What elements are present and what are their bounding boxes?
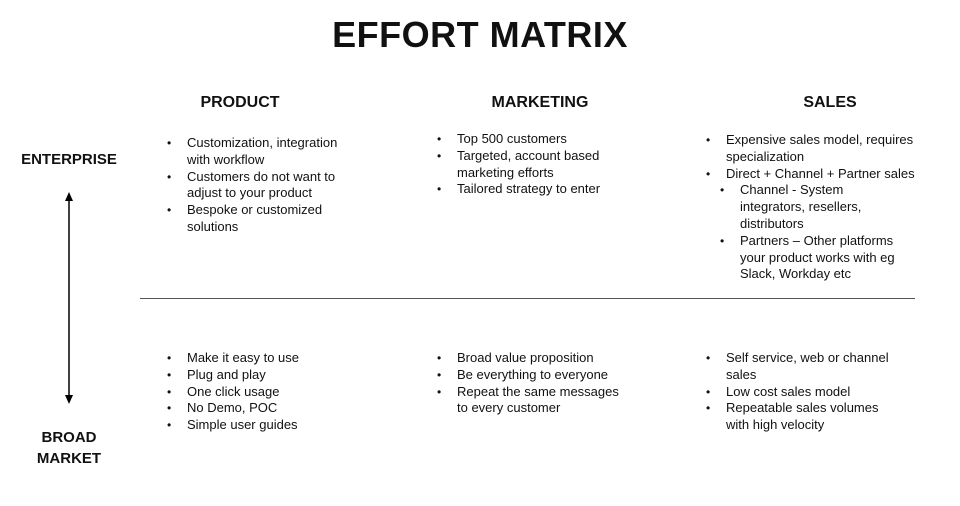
column-header-sales: SALES <box>803 94 857 111</box>
list-item: Simple user guides <box>165 417 350 434</box>
bullet-list: Expensive sales model, requires speciali… <box>704 132 929 182</box>
bullet-list: Self service, web or channel sales Low c… <box>704 350 899 434</box>
cell-broad-market-marketing: Broad value proposition Be everything to… <box>435 350 625 417</box>
cell-broad-market-sales: Self service, web or channel sales Low c… <box>704 350 899 434</box>
row-label-enterprise: ENTERPRISE <box>21 151 117 168</box>
column-header-marketing: MARKETING <box>491 94 589 111</box>
list-item: Expensive sales model, requires speciali… <box>704 132 929 166</box>
sub-list-wrap: Channel - System integrators, resellers,… <box>704 182 929 283</box>
list-item: Tailored strategy to enter <box>435 181 610 198</box>
list-item: Self service, web or channel sales <box>704 350 899 384</box>
list-item: Direct + Channel + Partner sales <box>704 166 929 183</box>
page-title: EFFORT MATRIX <box>332 14 628 55</box>
list-item: Bespoke or customized solutions <box>165 202 350 236</box>
list-item: Broad value proposition <box>435 350 625 367</box>
column-header-product: PRODUCT <box>200 94 280 111</box>
row-label-broad-market: BROAD MARKET <box>14 427 124 469</box>
list-item: Be everything to everyone <box>435 367 625 384</box>
bullet-list: Make it easy to use Plug and play One cl… <box>165 350 350 434</box>
sub-list-item: Partners – Other platforms your product … <box>718 233 900 283</box>
list-item: Low cost sales model <box>704 384 899 401</box>
cell-broad-market-product: Make it easy to use Plug and play One cl… <box>165 350 350 434</box>
cell-enterprise-product: Customization, integration with workflow… <box>165 135 350 236</box>
cell-enterprise-sales: Expensive sales model, requires speciali… <box>704 132 929 283</box>
bullet-list: Top 500 customers Targeted, account base… <box>435 131 610 198</box>
sub-bullet-list: Channel - System integrators, resellers,… <box>718 182 929 283</box>
list-item: No Demo, POC <box>165 400 350 417</box>
list-item: Repeatable sales volumes with high veloc… <box>704 400 899 434</box>
list-item: One click usage <box>165 384 350 401</box>
row-label-broad-market-line1: BROAD <box>41 429 97 446</box>
list-item: Plug and play <box>165 367 350 384</box>
double-arrow-axis <box>65 192 73 404</box>
cell-enterprise-marketing: Top 500 customers Targeted, account base… <box>435 131 610 198</box>
row-label-broad-market-line2: MARKET <box>36 450 102 467</box>
row-divider <box>140 298 915 299</box>
bullet-list: Customization, integration with workflow… <box>165 135 350 236</box>
list-item: Customers do not want to adjust to your … <box>165 169 350 203</box>
list-item: Top 500 customers <box>435 131 610 148</box>
list-item: Targeted, account based marketing effort… <box>435 148 610 182</box>
bullet-list: Broad value proposition Be everything to… <box>435 350 625 417</box>
list-item: Make it easy to use <box>165 350 350 367</box>
sub-list-item: Channel - System integrators, resellers,… <box>718 182 890 232</box>
list-item: Repeat the same messages to every custom… <box>435 384 625 418</box>
list-item: Customization, integration with workflow <box>165 135 350 169</box>
